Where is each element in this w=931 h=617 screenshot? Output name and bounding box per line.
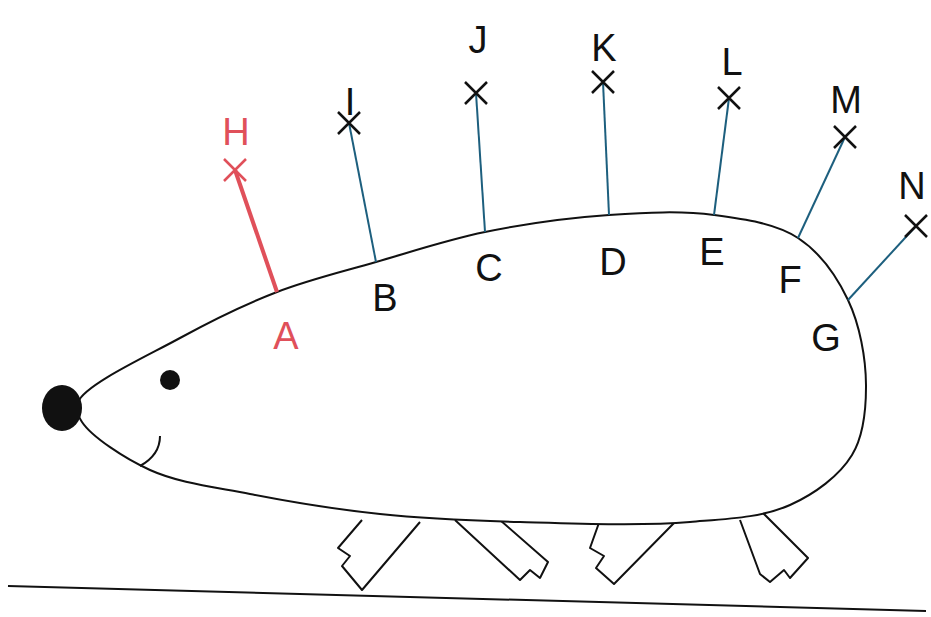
cross-mark xyxy=(905,215,927,237)
point-label: N xyxy=(898,167,925,205)
ground-line xyxy=(8,586,926,611)
point-label: F xyxy=(778,261,801,299)
hedgehog-body xyxy=(77,212,866,524)
point-label: H xyxy=(222,113,249,151)
hedgehog-eye xyxy=(160,370,180,390)
spine-line xyxy=(714,98,729,215)
point-label: D xyxy=(599,243,626,281)
point-label: C xyxy=(475,249,502,287)
hedgehog-leg xyxy=(455,520,548,580)
cross-mark xyxy=(834,126,856,148)
cross-mark xyxy=(718,87,740,109)
cross-mark xyxy=(465,82,487,104)
spine-line xyxy=(235,170,277,292)
point-label: J xyxy=(469,21,488,59)
spine-line xyxy=(603,82,609,215)
spine-line xyxy=(349,123,376,262)
point-label: B xyxy=(372,279,397,317)
point-label: L xyxy=(721,43,742,81)
point-label: I xyxy=(345,83,356,121)
hedgehog-leg xyxy=(590,520,675,584)
cross-mark xyxy=(592,71,614,93)
spine-line xyxy=(476,93,485,232)
point-label: E xyxy=(699,233,724,271)
cross-mark xyxy=(224,159,246,181)
point-label: A xyxy=(273,317,298,355)
hedgehog-nose xyxy=(42,385,82,431)
point-label: M xyxy=(830,81,862,119)
point-label: K xyxy=(591,29,616,67)
point-label: G xyxy=(811,319,841,357)
hedgehog-leg xyxy=(740,510,808,582)
hedgehog-mouth xyxy=(140,436,160,466)
spine-line xyxy=(798,137,845,238)
hedgehog-leg xyxy=(338,520,420,590)
